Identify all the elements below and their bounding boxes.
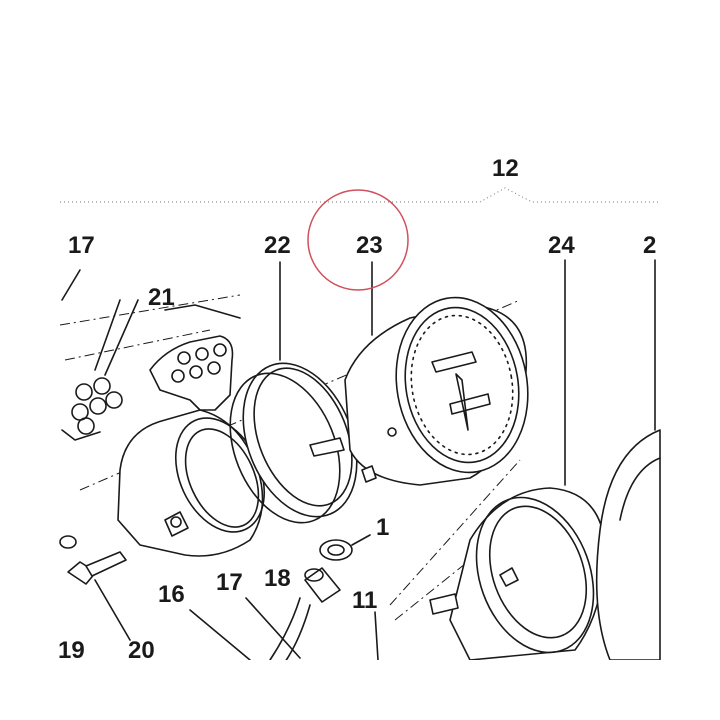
callout-2: 2 bbox=[643, 232, 656, 259]
gauge-part-23 bbox=[309, 261, 529, 486]
bolt-part-20 bbox=[59, 535, 131, 641]
assembly-bracket-12 bbox=[60, 187, 660, 203]
callout-1: 1 bbox=[376, 514, 389, 541]
callout-22: 22 bbox=[264, 232, 291, 259]
leader-lines bbox=[189, 259, 656, 661]
oring-part-1 bbox=[319, 534, 371, 561]
gauge-part-2 bbox=[595, 429, 661, 661]
bezel-ring-part-22 bbox=[229, 261, 358, 524]
callout-17-bottom: 17 bbox=[216, 569, 243, 596]
callout-24: 24 bbox=[548, 232, 575, 259]
connector-part-18 bbox=[269, 567, 341, 663]
callout-12: 12 bbox=[492, 155, 519, 182]
highlight-circle bbox=[307, 189, 409, 291]
callout-16: 16 bbox=[158, 581, 185, 608]
callout-20: 20 bbox=[128, 637, 155, 664]
alignment-axes bbox=[59, 294, 521, 621]
callout-21: 21 bbox=[148, 284, 175, 311]
bracket-part-21 bbox=[117, 304, 266, 557]
callout-11: 11 bbox=[352, 587, 377, 614]
tube-cluster-part-17 bbox=[61, 269, 139, 441]
callout-18: 18 bbox=[264, 565, 291, 592]
callout-19: 19 bbox=[58, 637, 85, 664]
housing-part-24 bbox=[429, 487, 606, 661]
callout-23: 23 bbox=[356, 232, 383, 259]
callout-17-top: 17 bbox=[68, 232, 95, 259]
